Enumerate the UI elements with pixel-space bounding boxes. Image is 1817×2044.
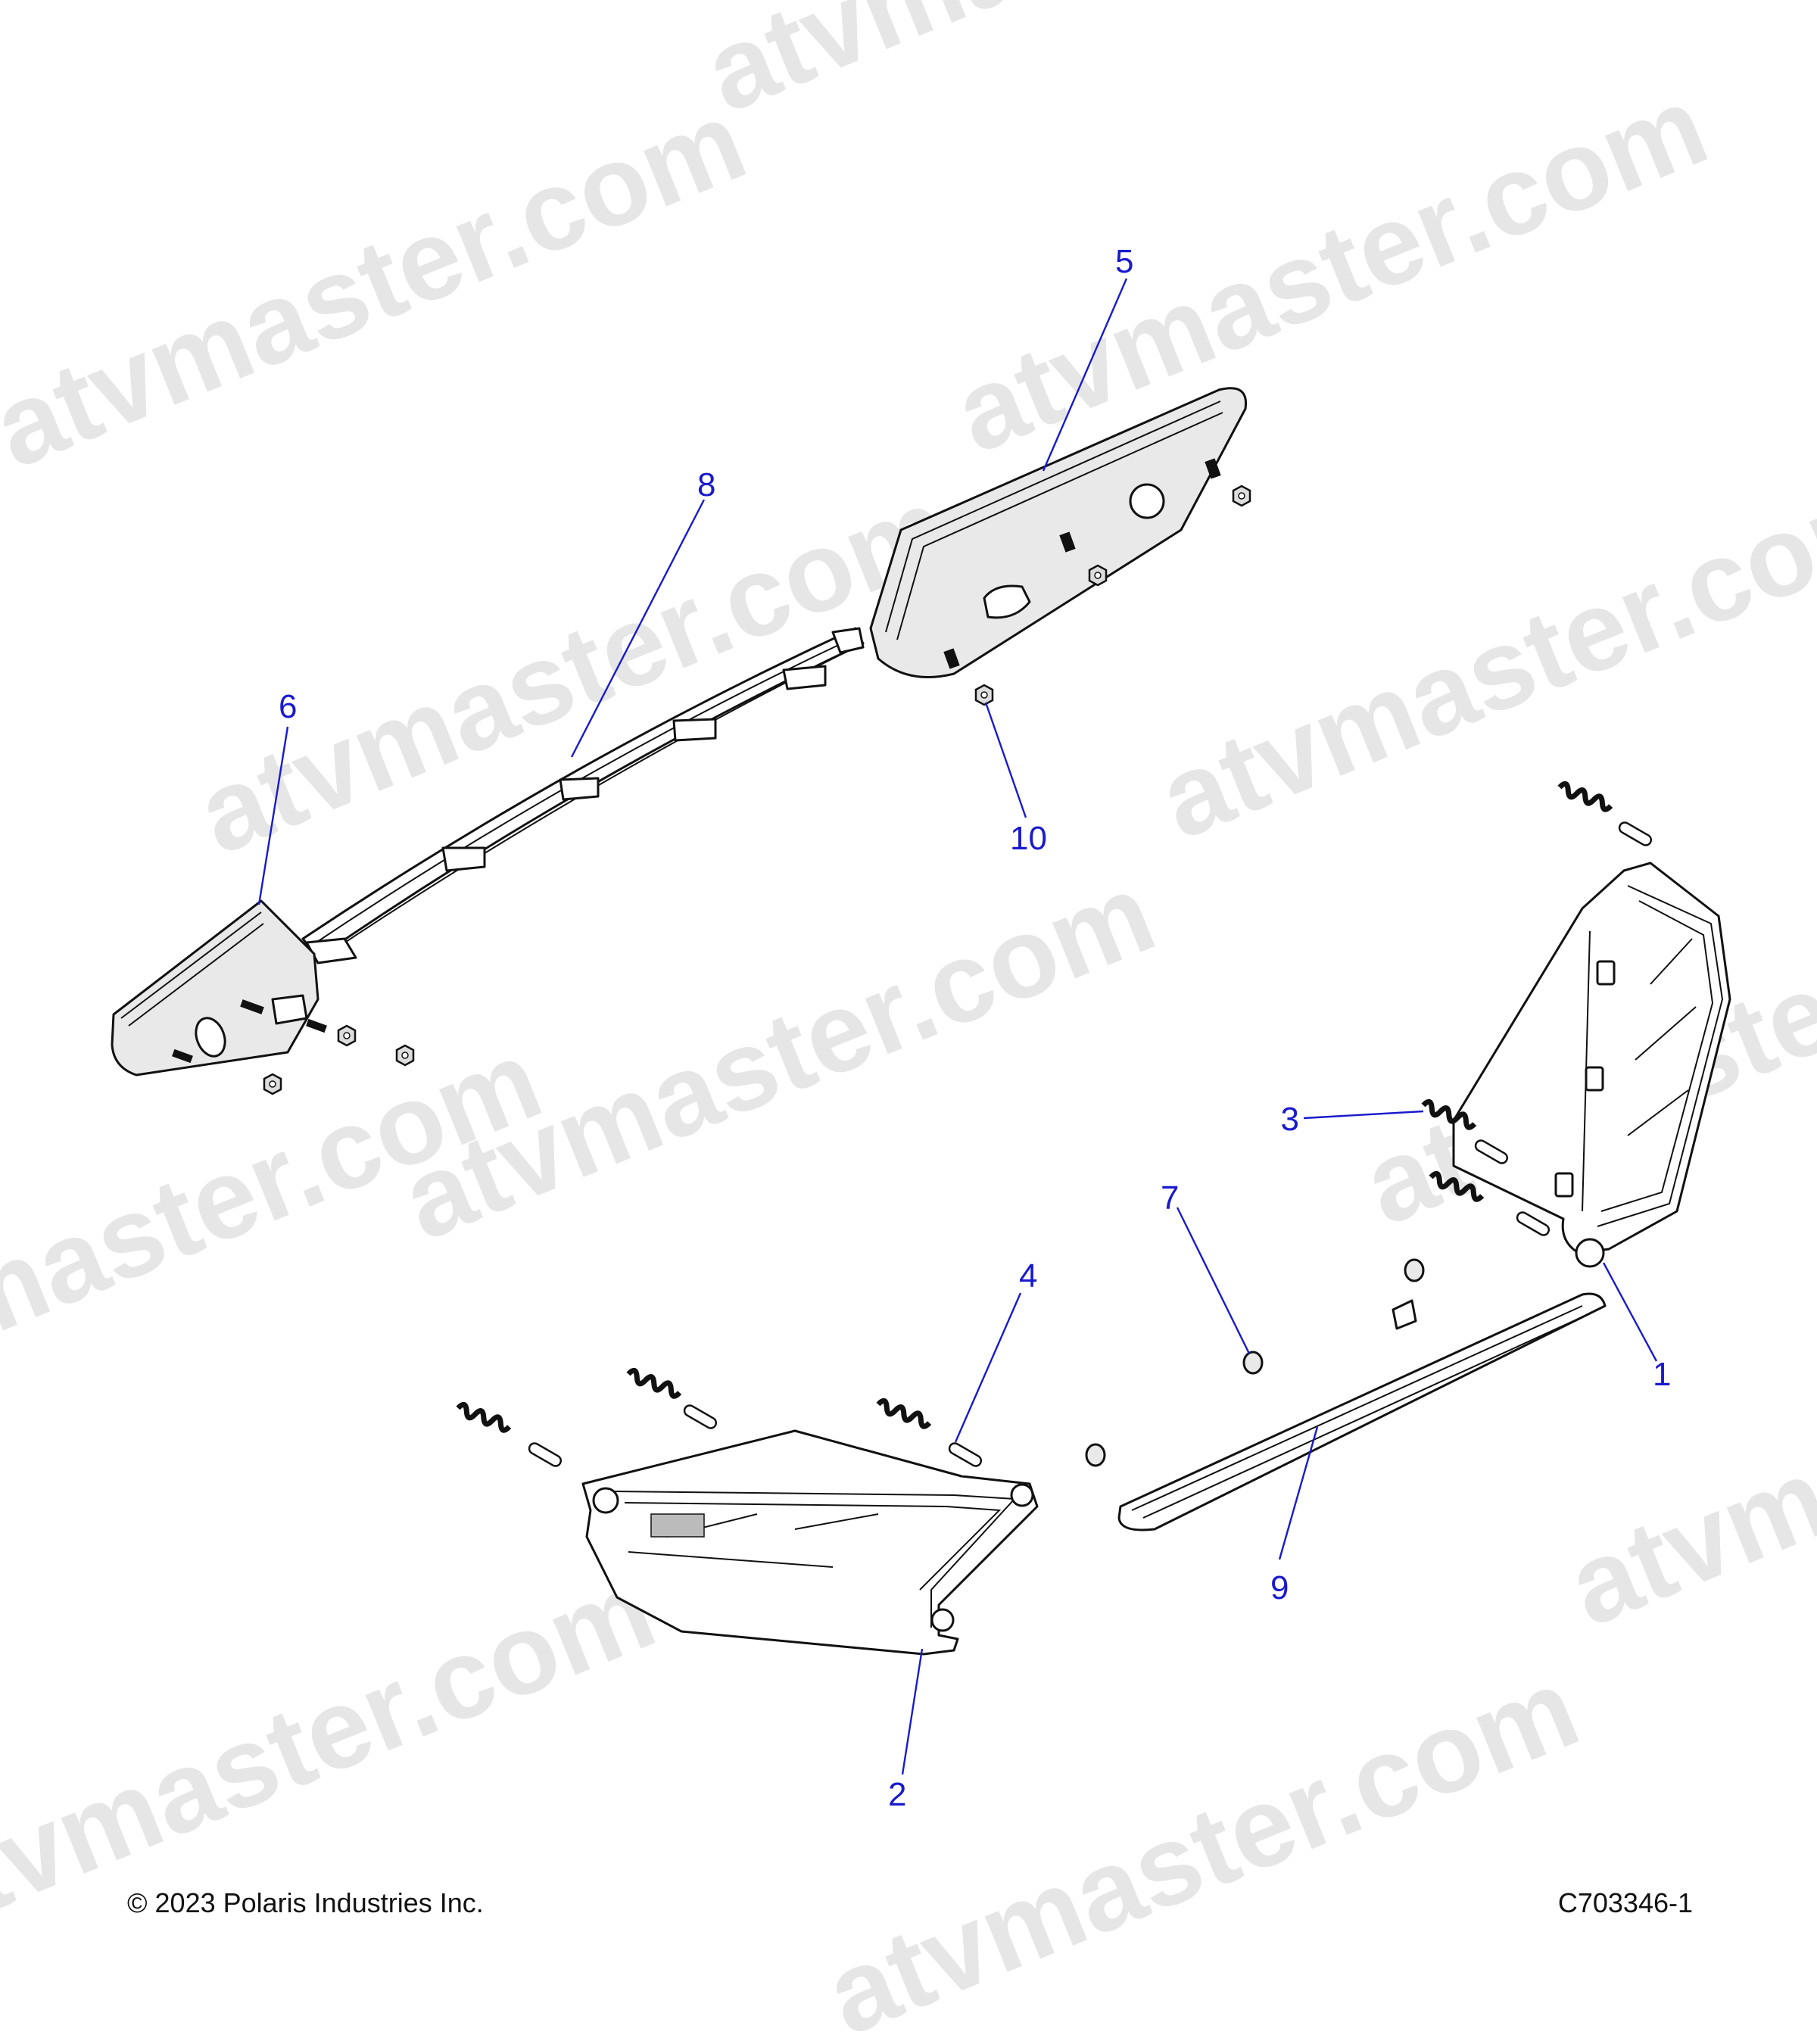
part-1-headlight-right [1452, 862, 1731, 1268]
pin-3b [1514, 1209, 1552, 1239]
callout-6: 6 [279, 688, 297, 725]
figure-id: C703346-1 [1557, 1887, 1693, 1918]
watermark: atvmaster.com [809, 1643, 1594, 2044]
watermark: atvmaster.com [1142, 447, 1817, 862]
nut-10b [1088, 564, 1108, 587]
leader-10 [984, 702, 1027, 818]
nut-10a [1232, 485, 1251, 507]
watermark: atvmaster.com [181, 462, 966, 877]
nut-6b [395, 1044, 415, 1067]
leader-lines [257, 278, 1658, 1775]
callout-9: 9 [1270, 1569, 1289, 1606]
callout-numbers: 1 2 3 4 5 6 7 8 9 10 [279, 243, 1671, 1813]
pin-2b [681, 1402, 719, 1432]
leader-4 [954, 1292, 1022, 1443]
spring-1a [1558, 782, 1613, 811]
callout-10: 10 [1010, 820, 1047, 857]
watermark: atvmaster.com [938, 61, 1723, 476]
leader-3 [1303, 1110, 1424, 1120]
part-2-headlight-left [581, 1429, 1039, 1656]
pin-2a [526, 1440, 564, 1469]
part-7-grommets [1085, 1258, 1425, 1467]
nut-6a [337, 1024, 357, 1047]
callout-3: 3 [1281, 1101, 1299, 1138]
nut-10c [974, 684, 994, 706]
callout-1: 1 [1653, 1356, 1671, 1393]
nut-6c [263, 1073, 282, 1095]
pin-1a [1616, 819, 1654, 849]
spring-2b [627, 1369, 681, 1397]
callout-7: 7 [1161, 1179, 1179, 1217]
watermark: atvmaster.com [0, 76, 762, 491]
leader-1 [1602, 1262, 1658, 1362]
part-8-light-strip [301, 627, 865, 964]
pin-4a [946, 1440, 984, 1469]
copyright-text: © 2023 Polaris Industries Inc. [127, 1887, 484, 1918]
leader-2 [901, 1648, 924, 1775]
part-6-light-housing [111, 899, 327, 1077]
part-5-light-housing [869, 387, 1248, 678]
callout-4: 4 [1019, 1257, 1037, 1295]
callout-5: 5 [1115, 243, 1133, 280]
watermark: atvmaster.com [688, 0, 1473, 136]
spring-2a [457, 1403, 511, 1432]
callout-8: 8 [697, 466, 715, 503]
leader-9 [1278, 1426, 1319, 1560]
callout-2: 2 [888, 1776, 906, 1813]
leader-6 [257, 726, 289, 905]
leader-5 [1042, 278, 1128, 472]
part-9-light-bar [1117, 1292, 1607, 1531]
leader-7 [1176, 1207, 1251, 1354]
leader-8 [570, 499, 706, 758]
spring-4a [877, 1399, 931, 1428]
